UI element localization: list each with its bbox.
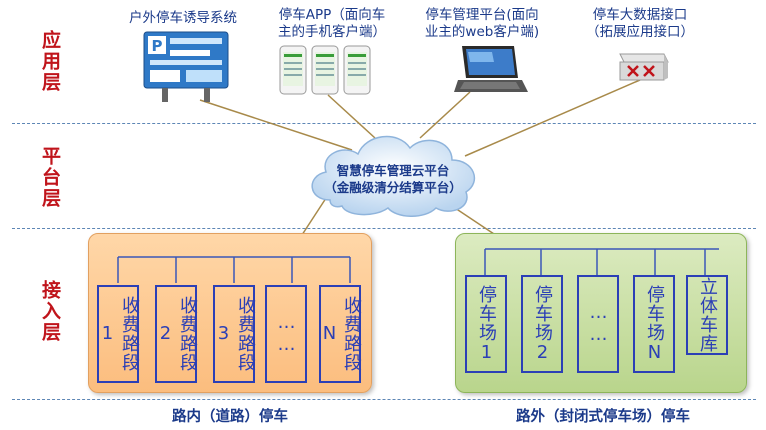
left-box-2: 收费路段2 [155, 285, 198, 383]
caption-on-street: 路内（道路）停车 [172, 409, 288, 425]
right-box-4: 停车场N [633, 275, 675, 373]
right-box-3-label: …… [588, 302, 609, 346]
off-street-panel [455, 233, 747, 393]
cloud-shape [311, 135, 476, 217]
top-label-guidance-system: 户外停车诱导系统 [129, 10, 237, 26]
right-box-2: 停车场2 [521, 275, 563, 373]
top-label-data-interface: 停车大数据接口 （拓展应用接口） [572, 7, 708, 41]
parking-app-line2: 主的手机客户端） [278, 24, 386, 40]
top-label-parking-app: 停车APP（面向车 主的手机客户端） [262, 7, 402, 41]
left-box-4-label: …… [276, 312, 297, 356]
right-bus-lines [484, 248, 719, 275]
layer-label-access: 接入层 [39, 280, 61, 343]
phones-icon [279, 45, 371, 95]
left-box-3-label: 收费路段3 [213, 296, 256, 372]
data-interface-line2: （拓展应用接口） [586, 24, 694, 40]
management-platform-line1: 停车管理平台(面向 [425, 7, 539, 23]
data-interface-line1: 停车大数据接口 [592, 7, 688, 23]
right-box-3: …… [577, 275, 619, 373]
separator-bottom [12, 399, 756, 400]
separator-top [12, 123, 756, 124]
data-interface-icon [619, 53, 669, 81]
separator-middle [12, 228, 756, 229]
caption-off-street: 路外（封闭式停车场）停车 [516, 409, 690, 425]
layer-label-application: 应用层 [39, 30, 61, 93]
cloud-platform-label: 智慧停车管理云平台 （金融级清分结算平台） [318, 162, 468, 196]
laptop-icon [454, 46, 528, 92]
right-box-5: 立体车库 [686, 275, 728, 355]
left-box-2-label: 收费路段2 [155, 296, 198, 372]
left-box-5-label: 收费路段N [319, 296, 362, 372]
cloud-line2: （金融级清分结算平台） [324, 180, 462, 195]
right-box-1-label: 停车场1 [476, 284, 497, 364]
left-box-5: 收费路段N [319, 285, 362, 383]
left-box-1: 收费路段1 [97, 285, 140, 383]
right-box-2-label: 停车场2 [532, 284, 553, 364]
guidance-sign-icon: P [143, 31, 229, 102]
cloud-line1: 智慧停车管理云平台 [336, 163, 450, 178]
on-street-panel [88, 233, 372, 393]
parking-app-line1: 停车APP（面向车 [278, 7, 386, 23]
right-box-5-label: 立体车库 [697, 277, 718, 353]
left-box-4: …… [265, 285, 307, 383]
top-label-management-platform: 停车管理平台(面向 业主的web客户端) [412, 7, 552, 41]
svg-text:P: P [152, 37, 163, 55]
left-box-1-label: 收费路段1 [97, 296, 140, 372]
left-bus-lines [117, 256, 351, 283]
management-platform-line2: 业主的web客户端) [424, 24, 540, 40]
left-box-3: 收费路段3 [213, 285, 256, 383]
layer-label-platform: 平台层 [39, 146, 61, 209]
right-box-1: 停车场1 [465, 275, 507, 373]
right-box-4-label: 停车场N [644, 284, 665, 364]
